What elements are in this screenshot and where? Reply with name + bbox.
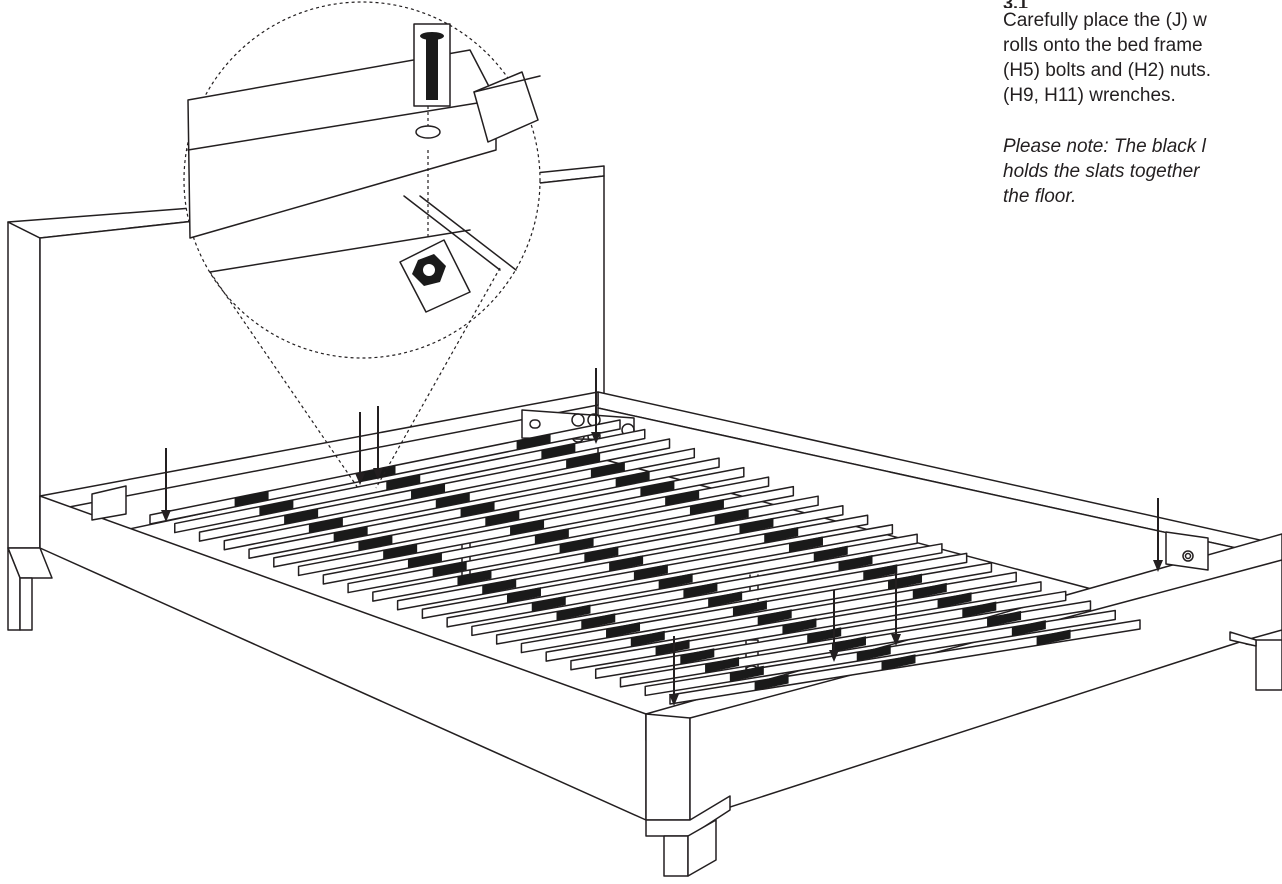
instruction-panel: 3.1 Carefully place the (J) w rolls onto… <box>1003 0 1282 209</box>
black-strap <box>590 461 625 478</box>
black-strap <box>680 648 715 665</box>
black-strap <box>506 587 541 604</box>
black-strap <box>658 573 693 590</box>
arrow-head <box>669 694 679 706</box>
black-strap <box>510 519 545 536</box>
black-strap <box>435 492 470 509</box>
black-strap <box>788 536 823 553</box>
black-strap <box>705 657 740 674</box>
arrow-down-icon <box>161 368 1163 706</box>
black-strap <box>566 452 601 469</box>
detail-callout <box>183 1 541 489</box>
black-strap <box>541 443 576 460</box>
black-strap <box>881 654 916 671</box>
black-strap <box>838 554 873 571</box>
black-strap <box>937 592 972 609</box>
black-strap <box>831 636 866 653</box>
black-strap <box>757 609 792 626</box>
black-strap <box>729 665 764 682</box>
black-strap <box>383 543 418 560</box>
black-strap <box>708 591 743 608</box>
slat-rolls <box>149 419 1141 705</box>
black-strap <box>411 483 446 500</box>
arrow-head <box>1153 560 1163 572</box>
note-line-2: holds the slats together <box>1003 161 1200 182</box>
black-strap <box>333 525 368 542</box>
instruction-line-3: (H5) bolts and (H2) nuts. <box>1003 60 1212 81</box>
step-number: 3.1 <box>1003 0 1282 8</box>
arrow-head <box>829 650 839 662</box>
black-strap <box>284 508 319 525</box>
bolt-icon <box>420 32 444 100</box>
instruction-line-2: rolls onto the bed frame <box>1003 35 1203 56</box>
arrow-head <box>161 510 171 522</box>
note-line-3: the floor. <box>1003 186 1077 207</box>
black-strap <box>516 433 551 450</box>
black-strap <box>1011 620 1046 637</box>
black-strap <box>534 528 569 545</box>
black-strap <box>556 604 591 621</box>
black-strap <box>739 517 774 534</box>
black-strap <box>863 564 898 581</box>
black-strap <box>386 474 421 491</box>
arrow-head <box>591 432 601 444</box>
black-strap <box>1036 629 1071 646</box>
black-strap <box>987 610 1022 627</box>
black-strap <box>813 545 848 562</box>
black-strap <box>308 517 343 534</box>
black-strap <box>482 578 517 595</box>
black-strap <box>460 501 495 518</box>
black-strap <box>689 499 724 516</box>
black-strap <box>856 645 891 662</box>
black-strap <box>234 490 269 507</box>
black-strap <box>665 489 700 506</box>
black-strap <box>807 627 842 644</box>
black-strap <box>432 560 467 577</box>
black-strap <box>754 674 789 691</box>
black-strap <box>531 595 566 612</box>
black-strap <box>764 527 799 544</box>
black-strap <box>655 639 690 656</box>
black-strap <box>912 582 947 599</box>
black-strap <box>559 537 594 554</box>
black-strap <box>615 471 650 488</box>
black-strap <box>609 555 644 572</box>
black-strap <box>358 534 393 551</box>
black-strap <box>732 600 767 617</box>
black-strap <box>259 499 294 516</box>
black-strap <box>606 622 641 639</box>
note-line-1: Please note: The black l <box>1003 136 1206 157</box>
black-strap <box>407 552 442 569</box>
black-strap <box>714 508 749 525</box>
arrow-head <box>373 468 383 480</box>
black-strap <box>485 510 520 527</box>
black-strap <box>683 582 718 599</box>
instruction-line-4: (H9, H11) wrenches. <box>1003 85 1176 106</box>
black-strap <box>633 564 668 581</box>
black-strap <box>581 613 616 630</box>
black-strap <box>782 618 817 635</box>
hex-nut-icon <box>412 254 446 286</box>
black-strap <box>640 480 675 497</box>
instruction-line-1: Carefully place the (J) w <box>1003 10 1207 31</box>
black-strap <box>457 569 492 586</box>
arrow-head <box>891 634 901 646</box>
black-strap <box>584 546 619 563</box>
black-strap <box>630 630 665 647</box>
arrow-head <box>355 473 365 485</box>
black-strap <box>962 601 997 618</box>
